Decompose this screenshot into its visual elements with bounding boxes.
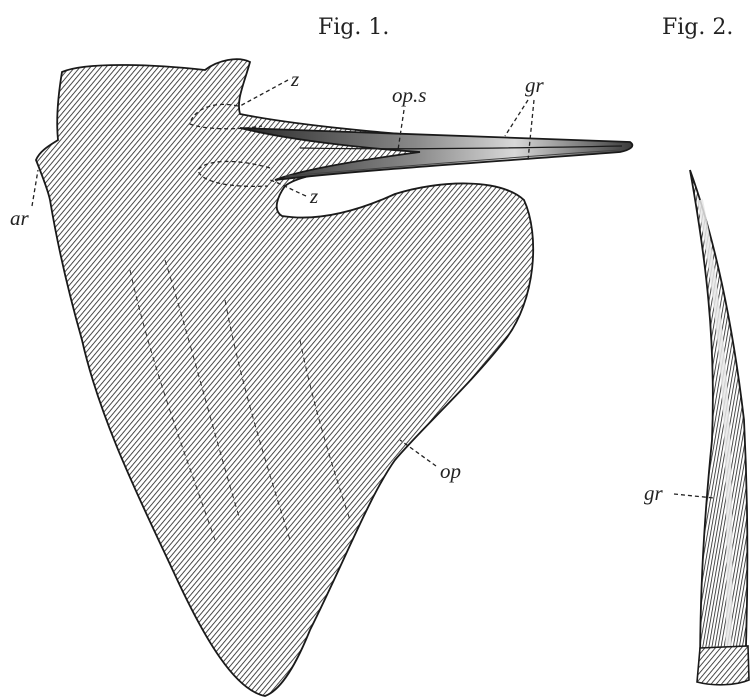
label-ar: ar — [10, 206, 30, 230]
spine-base — [697, 646, 749, 685]
leader-z-upper — [240, 80, 288, 106]
figure-2: Fig. 2. gr — [644, 15, 749, 685]
isolated-spine — [690, 170, 747, 676]
figure-1: Fig. 1. z z op.s gr ar op — [10, 15, 632, 696]
label-op-s: op.s — [392, 83, 426, 107]
leader-ar — [32, 170, 38, 206]
figure-2-caption: Fig. 2. — [662, 15, 733, 40]
label-op: op — [440, 459, 461, 483]
label-gr: gr — [525, 73, 545, 97]
label-z-upper: z — [290, 67, 299, 91]
label-z-lower: z — [309, 184, 318, 208]
figure-1-caption: Fig. 1. — [318, 15, 389, 40]
leader-op — [400, 440, 436, 466]
leader-gr-1 — [505, 100, 528, 136]
label-gr-fig2: gr — [644, 481, 664, 505]
